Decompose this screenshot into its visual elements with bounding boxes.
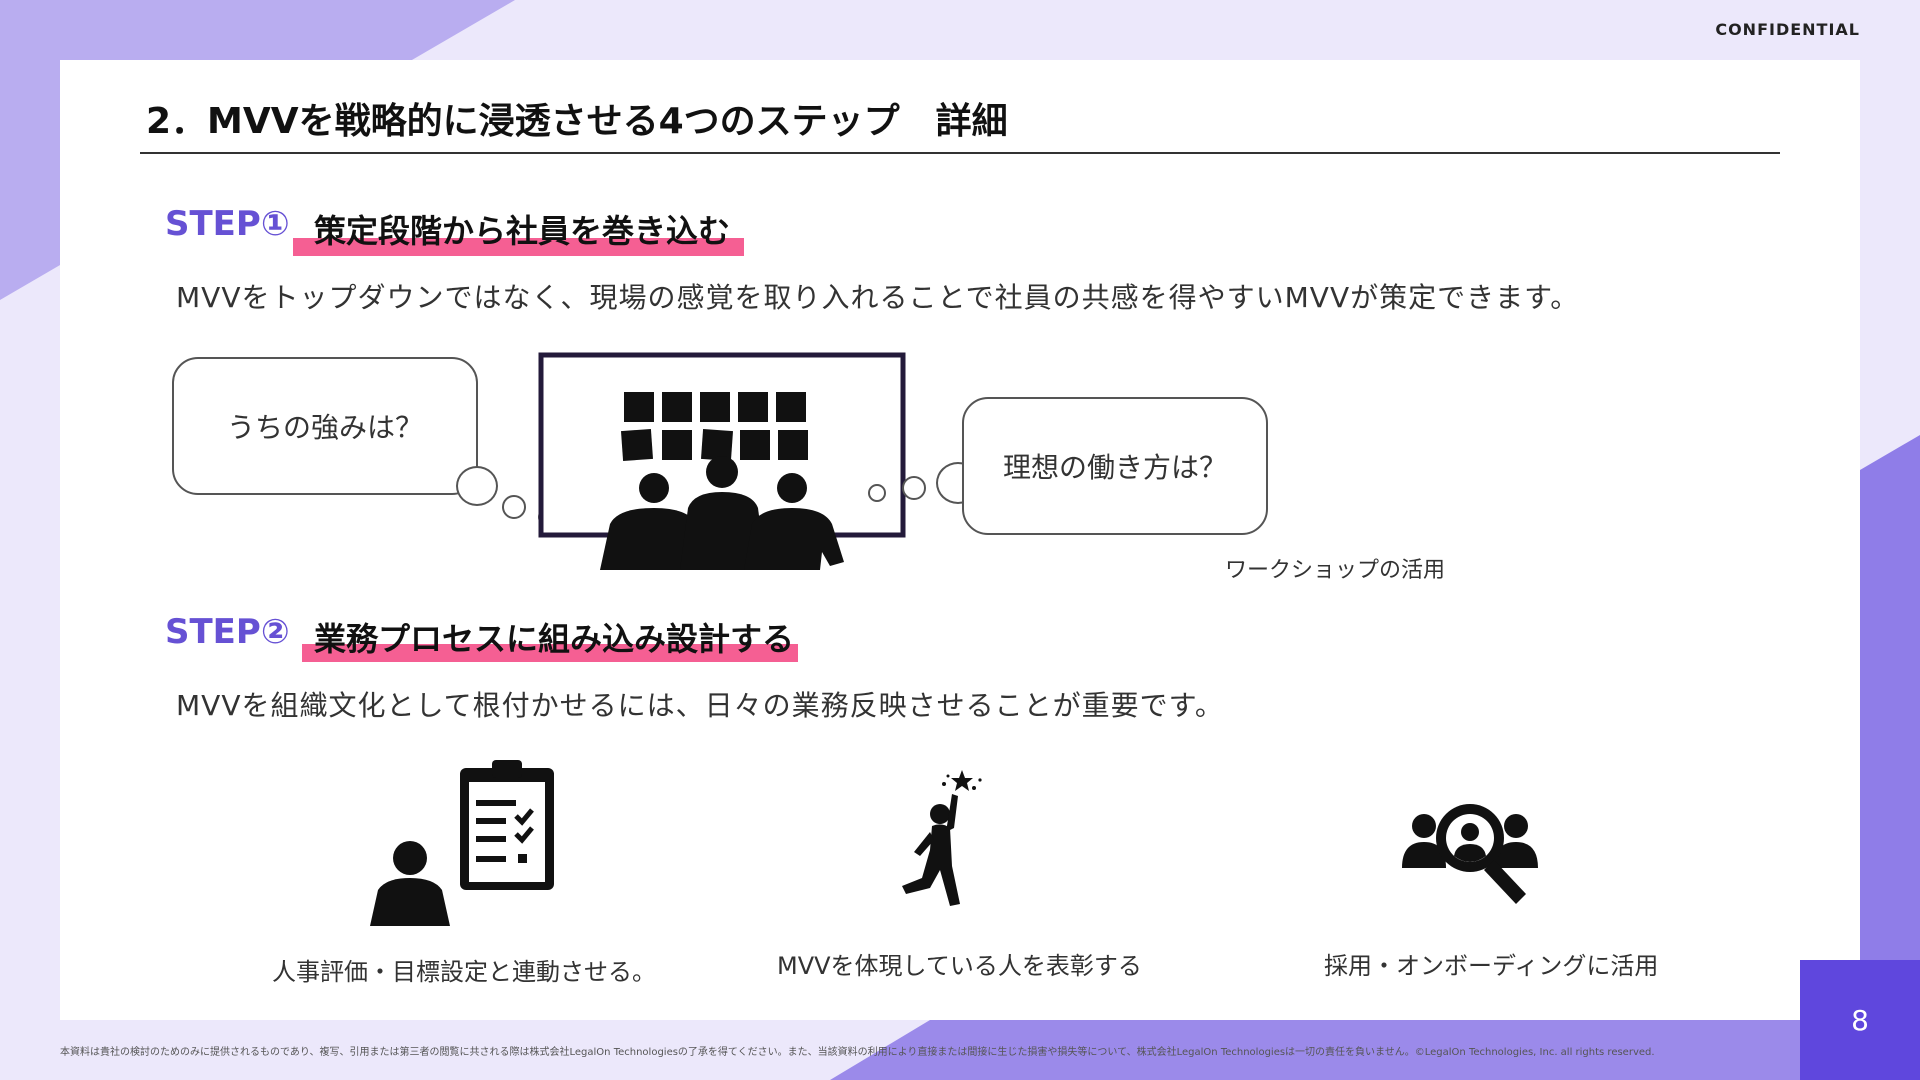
workshop-icon bbox=[538, 352, 906, 570]
step2-title: 業務プロセスに組み込み設計する bbox=[314, 620, 795, 658]
bubble-dot bbox=[902, 476, 926, 500]
item-label-3: 採用・オンボーディングに活用 bbox=[1324, 952, 1659, 980]
footer-disclaimer: 本資料は貴社の検討のためのみに提供されるものであり、複写、引用または第三者の閲覧… bbox=[60, 1047, 1655, 1058]
content-card bbox=[60, 60, 1860, 1020]
thought-bubble-right: 理想の働き方は？ bbox=[962, 397, 1268, 535]
step1-title: 策定段階から社員を巻き込む bbox=[314, 212, 731, 250]
bottom-band bbox=[830, 1020, 1810, 1080]
thought-bubble-left-text: うちの強みは？ bbox=[226, 411, 423, 444]
bubble-dot bbox=[456, 466, 498, 506]
step1-highlight bbox=[293, 238, 744, 256]
thought-bubble-left: うちの強みは？ bbox=[172, 357, 478, 495]
step1-description: MVVをトップダウンではなく、現場の感覚を取り入れることで社員の共感を得やすいM… bbox=[176, 281, 1580, 314]
page-number-box: 8 bbox=[1800, 960, 1920, 1080]
page-number: 8 bbox=[1851, 1003, 1869, 1037]
step2-description: MVVを組織文化として根付かせるには、日々の業務反映させることが重要です。 bbox=[176, 689, 1224, 722]
right-triangle bbox=[1860, 435, 1920, 1080]
bubble-dot bbox=[502, 495, 526, 519]
bubble-dot bbox=[868, 484, 886, 502]
item-label-1: 人事評価・目標設定と連動させる。 bbox=[272, 958, 656, 986]
title-divider bbox=[140, 152, 1780, 154]
step1-label: STEP① bbox=[165, 204, 290, 244]
achiever-icon bbox=[902, 770, 982, 906]
item-label-2: MVVを体現している人を表彰する bbox=[777, 952, 1142, 980]
clipboard-person-icon bbox=[370, 760, 554, 926]
thought-bubble-right-text: 理想の働き方は？ bbox=[1002, 451, 1227, 484]
confidential-label: CONFIDENTIAL bbox=[1715, 20, 1860, 39]
step2-highlight bbox=[302, 644, 798, 662]
page-title: 2．MVVを戦略的に浸透させる4つのステップ 詳細 bbox=[146, 101, 1008, 142]
step1-caption: ワークショップの活用 bbox=[1225, 558, 1446, 583]
people-search-icon bbox=[1402, 804, 1538, 904]
step2-label: STEP② bbox=[165, 612, 290, 652]
